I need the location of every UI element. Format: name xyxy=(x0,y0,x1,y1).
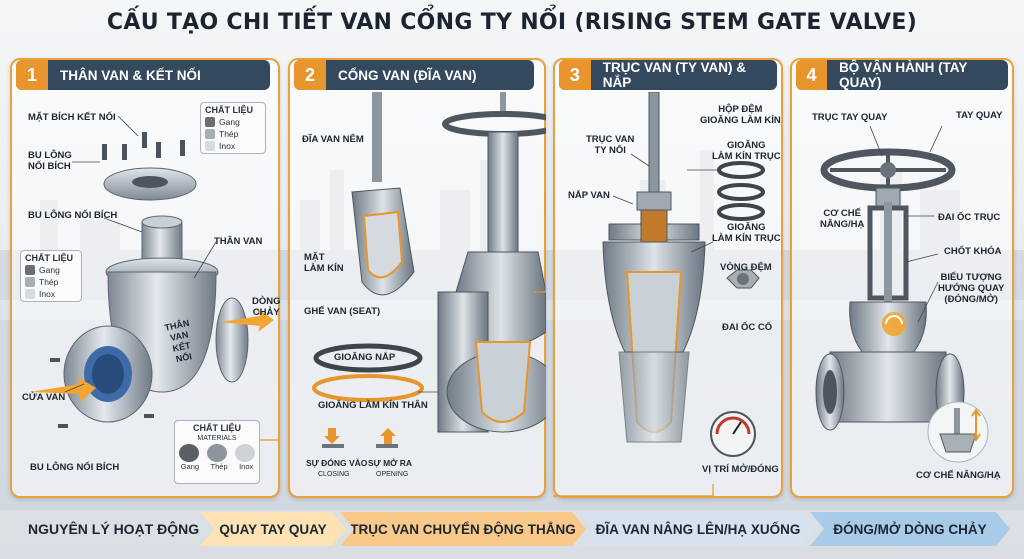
thep-swatch xyxy=(205,129,215,139)
label-co-che-nang-ha: CƠ CHẾ NÂNG/HẠ xyxy=(820,208,865,230)
operating-principle-bar: NGUYÊN LÝ HOẠT ĐỘNG QUAY TAY QUAY TRỤC V… xyxy=(0,512,1024,548)
stem-bonnet-illustration xyxy=(553,92,765,497)
material-box-1-title: CHẤT LIỆU xyxy=(205,105,253,115)
panel-3-header: 3 TRỤC VAN (TY VAN) & NẮP xyxy=(559,60,777,90)
label-gioang-lam-kin-than: GIOĂNG LÀM KÍN THÂN xyxy=(318,400,428,411)
step-truc-van-chuyen-dong: TRỤC VAN CHUYỂN ĐỘNG THẲNG xyxy=(340,512,586,546)
label-truc-van-ty-noi: TRỤC VAN TY NỔI xyxy=(586,134,635,156)
panel-2-number: 2 xyxy=(294,60,326,90)
label-dong-chay: DÒNG CHẢY xyxy=(252,296,281,318)
panel-1-number: 1 xyxy=(16,60,48,90)
inox-swatch xyxy=(235,444,255,462)
label-ghe-van: GHẾ VAN (SEAT) xyxy=(304,306,381,317)
label-gioang-nap: GIOĂNG NẮP xyxy=(334,352,396,363)
material-inox: Inox xyxy=(39,289,56,299)
panel-2-title: CỔNG VAN (ĐĨA VAN) xyxy=(338,67,477,83)
material-box-3-title: CHẤT LIỆU xyxy=(193,423,241,433)
label-closing: CLOSING xyxy=(318,471,350,478)
panel-3-title: TRỤC VAN (TY VAN) & NẮP xyxy=(602,60,747,90)
label-co-che-nang-ha-2: CƠ CHẾ NÂNG/HẠ xyxy=(916,470,1001,481)
material-thep: Thép xyxy=(39,277,59,287)
page-title: CẤU TẠO CHI TIẾT VAN CỔNG TY NỔI (RISING… xyxy=(106,10,918,35)
thep-swatch xyxy=(207,444,227,462)
label-mat-bich: MẶT BÍCH KẾT NỐI xyxy=(28,112,116,123)
label-nap-van: NẮP VAN xyxy=(568,190,610,201)
valve-body-illustration xyxy=(30,115,280,441)
operating-principle-label: NGUYÊN LÝ HOẠT ĐỘNG xyxy=(28,521,200,537)
label-su-mo-ra: SỰ MỞ RA xyxy=(368,458,413,468)
inox-swatch xyxy=(25,289,35,299)
thep-swatch xyxy=(25,277,35,287)
label-vong-dem: VÒNG ĐỆM xyxy=(720,262,772,273)
label-cua-van: CỬA VAN xyxy=(22,392,66,403)
label-truc-tay-quay: TRỤC TAY QUAY xyxy=(812,112,888,123)
step-dia-van-nang-ha: ĐĨA VAN NÂNG LÊN/HẠ XUỐNG xyxy=(580,512,816,546)
panel-3-number: 3 xyxy=(559,60,591,90)
panel-4-header: 4 BỘ VẬN HÀNH (TAY QUAY) xyxy=(796,60,1008,90)
material-gang: Gang xyxy=(180,462,200,471)
label-vi-tri-mo-dong: VỊ TRÍ MỞ/ĐÓNG xyxy=(702,464,779,475)
material-gang: Gang xyxy=(219,117,240,127)
label-tay-quay: TAY QUAY xyxy=(956,110,1003,121)
label-opening: OPENING xyxy=(376,471,409,478)
gang-swatch xyxy=(179,444,199,462)
gang-swatch xyxy=(205,117,215,127)
label-mat-lam-kin: MẶT LÀM KÍN xyxy=(304,252,344,274)
label-gioang-lam-kin-truc-2: GIOĂNG LÀM KÍN TRỤC xyxy=(712,222,781,244)
label-bu-long-noi-bich-1: BU LÔNG NỐI BÍCH xyxy=(28,150,72,172)
material-box-1: CHẤT LIỆU Gang Thép Inox xyxy=(200,102,266,154)
handwheel-actuator-illustration xyxy=(815,125,989,463)
material-box-3-subtitle: MATERIALS xyxy=(197,435,237,442)
label-than-van: THÂN VAN xyxy=(214,236,263,247)
material-box-3: CHẤT LIỆU MATERIALS Gang Thép Inox xyxy=(174,420,260,484)
label-bu-long-noi-bich-3: BU LÔNG NỐI BÍCH xyxy=(30,462,120,473)
material-box-2: CHẤT LIỆU Gang Thép Inox xyxy=(20,250,82,302)
step-dong-mo-dong-chay: ĐÓNG/MỞ DÒNG CHẢY xyxy=(810,512,1010,546)
label-hop-dem: HỘP ĐỆM GIOĂNG LÀM KÍN xyxy=(700,104,781,126)
label-bieu-tuong-huong-quay: BIỂU TƯỢNG HƯỚNG QUAY (ĐÓNG/MỞ) xyxy=(938,272,1005,305)
panel-2-header: 2 CỔNG VAN (ĐĨA VAN) xyxy=(294,60,534,90)
gate-valve-cutaway-illustration xyxy=(312,92,546,448)
panel-1-header: 1 THÂN VAN & KẾT NỐI xyxy=(16,60,270,90)
label-chot-khoa: CHỐT KHÓA xyxy=(944,246,1002,257)
label-dia-van-nem: ĐĨA VAN NÊM xyxy=(302,134,364,145)
material-inox: Inox xyxy=(239,462,254,471)
material-thep: Thép xyxy=(219,129,239,139)
label-gioang-lam-kin-truc-1: GIOĂNG LÀM KÍN TRỤC xyxy=(712,140,781,162)
material-thep: Thép xyxy=(210,462,228,471)
step-quay-tay-quay: QUAY TAY QUAY xyxy=(200,512,346,546)
label-dai-oc-truc: ĐAI ỐC TRỤC xyxy=(938,212,1001,223)
label-dai-oc-co: ĐAI ỐC CỔ xyxy=(722,322,773,333)
label-su-dong-vao: SỰ ĐÓNG VÀO xyxy=(306,458,368,468)
inox-swatch xyxy=(205,141,215,151)
material-box-2-title: CHẤT LIỆU xyxy=(25,253,73,263)
panel-4-title: BỘ VẬN HÀNH (TAY QUAY) xyxy=(839,60,968,90)
panel-4-number: 4 xyxy=(796,60,828,90)
panel-1-title: THÂN VAN & KẾT NỐI xyxy=(60,67,201,83)
label-bu-long-noi-bich-2: BU LÔNG NỐI BÍCH xyxy=(28,210,118,221)
material-inox: Inox xyxy=(219,141,236,151)
material-gang: Gang xyxy=(39,265,60,275)
gang-swatch xyxy=(25,265,35,275)
